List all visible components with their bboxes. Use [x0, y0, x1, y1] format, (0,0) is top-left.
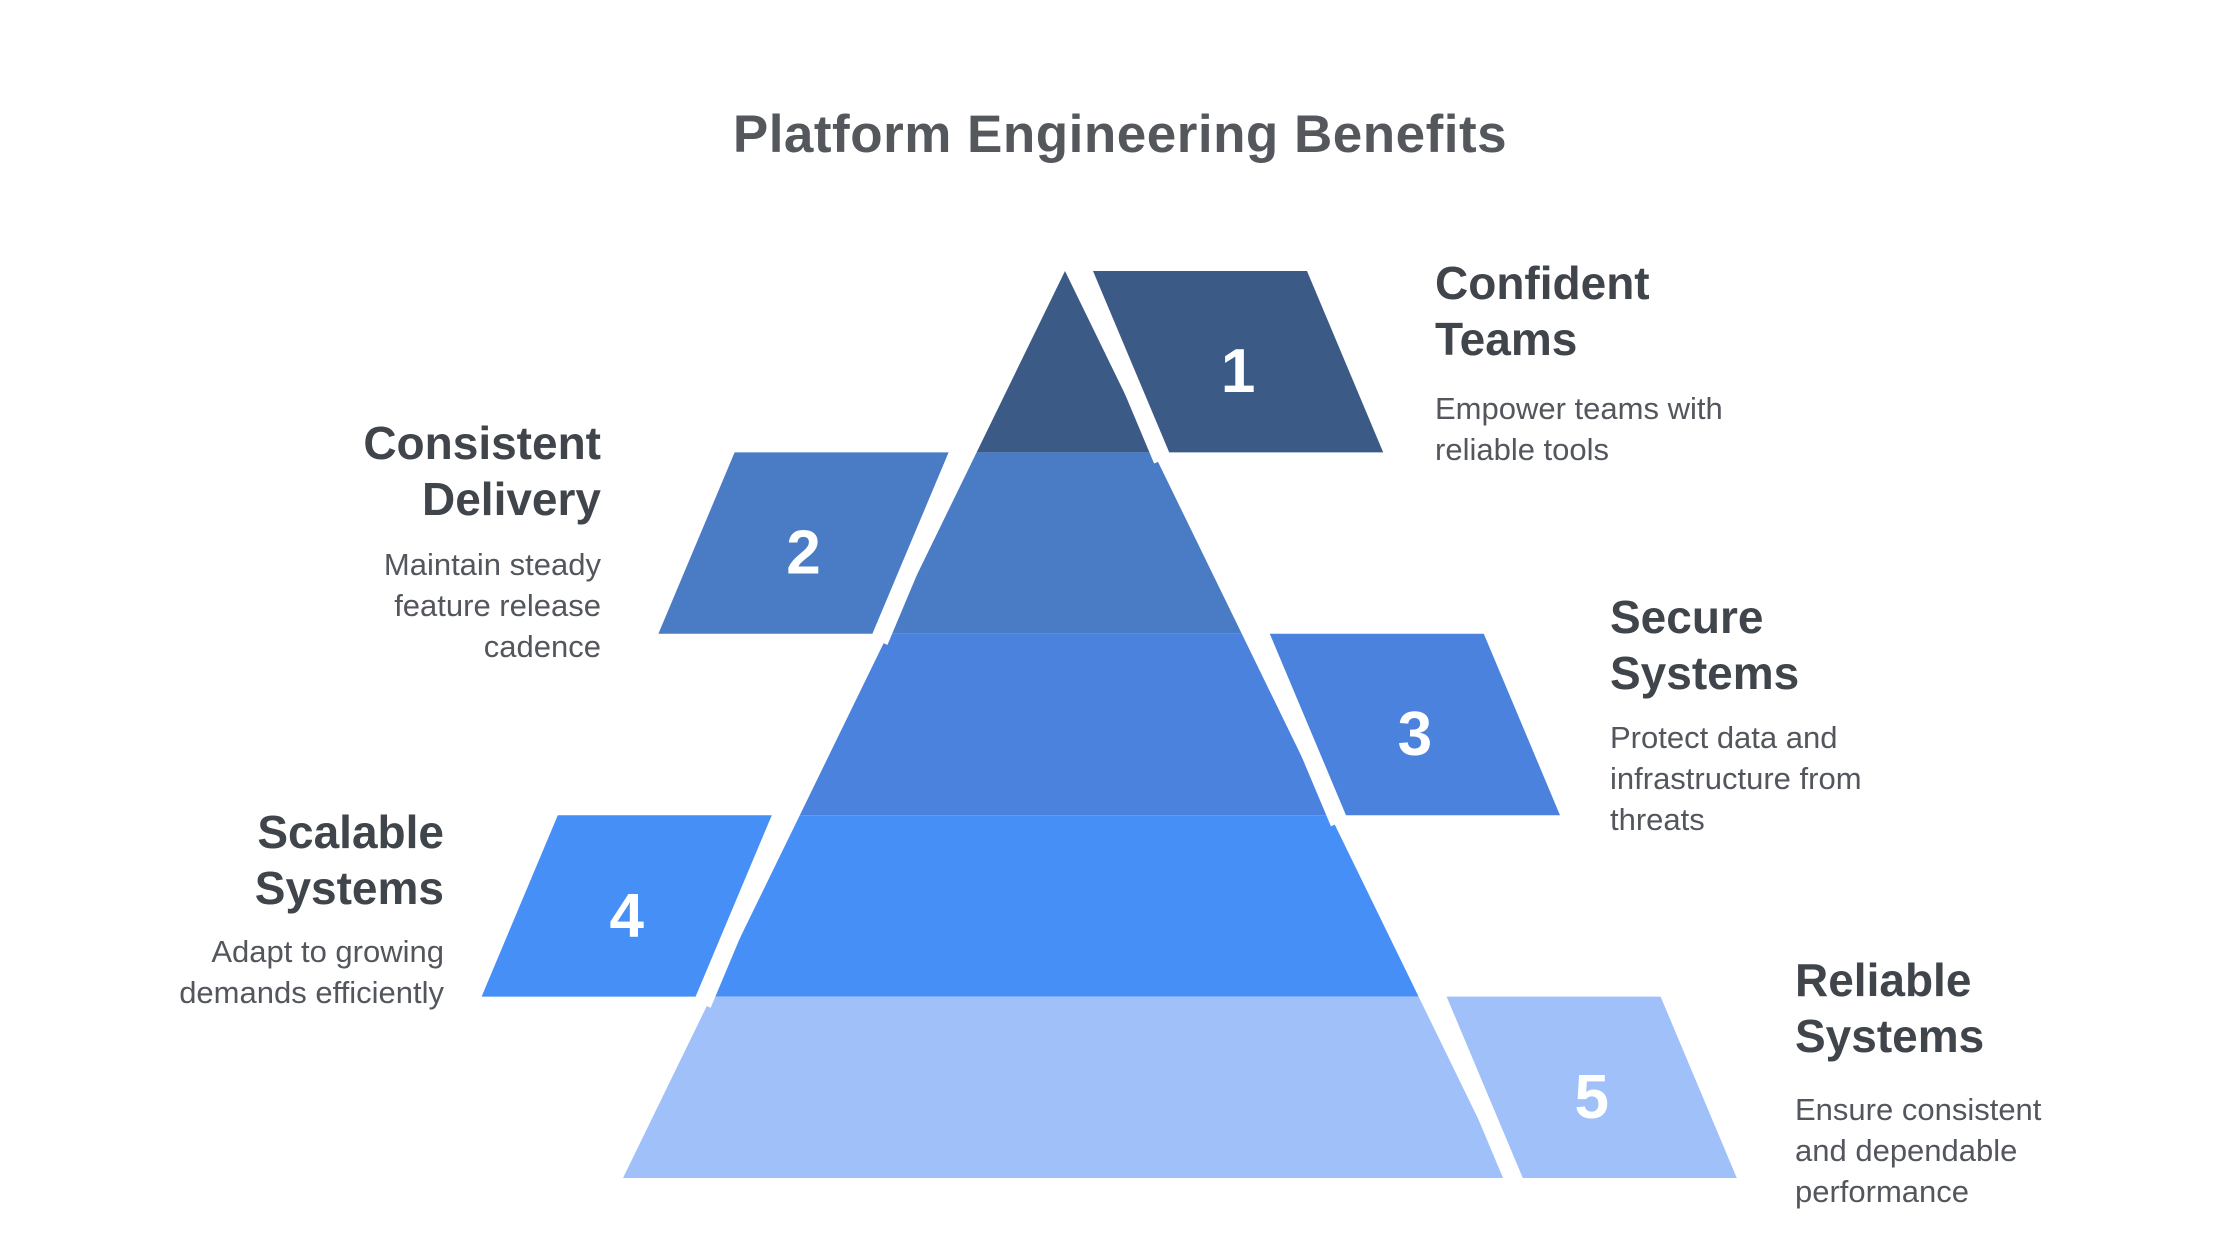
tier-description-line: performance — [1795, 1174, 1970, 1209]
tier-description-line: and dependable — [1795, 1133, 2018, 1168]
tier-heading-line: Consistent — [363, 417, 601, 469]
tab-number-3: 3 — [1398, 700, 1432, 769]
divider-slash-2 — [872, 441, 971, 645]
tier-description-line: feature release — [394, 588, 601, 623]
pyramid-band-1 — [976, 271, 1154, 453]
tier-description-line: infrastructure from — [1610, 761, 1862, 796]
tier-heading-line: Reliable — [1795, 954, 1972, 1006]
tier-description-line: demands efficiently — [179, 975, 444, 1010]
tab-3 — [1269, 633, 1560, 816]
tier-description: Ensure consistent and dependable performan… — [1795, 1089, 2041, 1212]
tier-description: Empower teams with reliable tools — [1435, 388, 1723, 470]
tier-description-line: Empower teams with — [1435, 391, 1723, 426]
pyramid-band-5 — [623, 996, 1507, 1178]
tier-heading-line: Systems — [1795, 1010, 1985, 1062]
divider-slash-4 — [695, 804, 794, 1008]
tier-description-line: Ensure consistent — [1795, 1092, 2042, 1127]
tier-heading-line: Systems — [254, 862, 444, 914]
tab-number-5: 5 — [1574, 1063, 1608, 1132]
tier-description-line: Adapt to growing — [211, 934, 444, 969]
tier-description: Adapt to growing demands efficiently — [179, 931, 444, 1013]
tier-description-line: cadence — [483, 629, 601, 664]
tier-description-line: Maintain steady — [383, 547, 601, 582]
tier-heading-line: Secure — [1610, 591, 1764, 643]
tab-4 — [481, 815, 772, 997]
tier-heading-line: Delivery — [421, 473, 601, 525]
tier-description: Maintain steady feature release cadence — [363, 544, 601, 667]
tier-description-line: Protect data and — [1610, 720, 1838, 755]
tab-number-1: 1 — [1221, 337, 1255, 406]
tab-5 — [1446, 996, 1737, 1178]
pyramid-band-4 — [711, 815, 1419, 997]
tier-heading-line: Systems — [1610, 647, 1800, 699]
tab-number-2: 2 — [786, 519, 820, 588]
tier-description: Protect data and infrastructure from threa… — [1610, 717, 1862, 840]
tab-2 — [658, 452, 949, 634]
tab-number-4: 4 — [609, 881, 644, 950]
tier-heading-line: Scalable — [257, 806, 444, 858]
tab-1 — [1093, 271, 1384, 453]
divider-slash-5 — [1424, 985, 1523, 1190]
pyramid-band-3 — [799, 633, 1331, 816]
pyramid-band-2 — [888, 452, 1242, 634]
tier-description-line: threats — [1610, 802, 1705, 837]
tier-heading-line: Teams — [1435, 313, 1578, 365]
tier-description-line: reliable tools — [1435, 432, 1610, 467]
tier-heading-line: Confident — [1435, 257, 1650, 309]
divider-slash-3 — [1248, 622, 1346, 827]
diagram-title: Platform Engineering Benefits — [732, 105, 1508, 164]
divider-slash-1 — [1071, 259, 1169, 464]
